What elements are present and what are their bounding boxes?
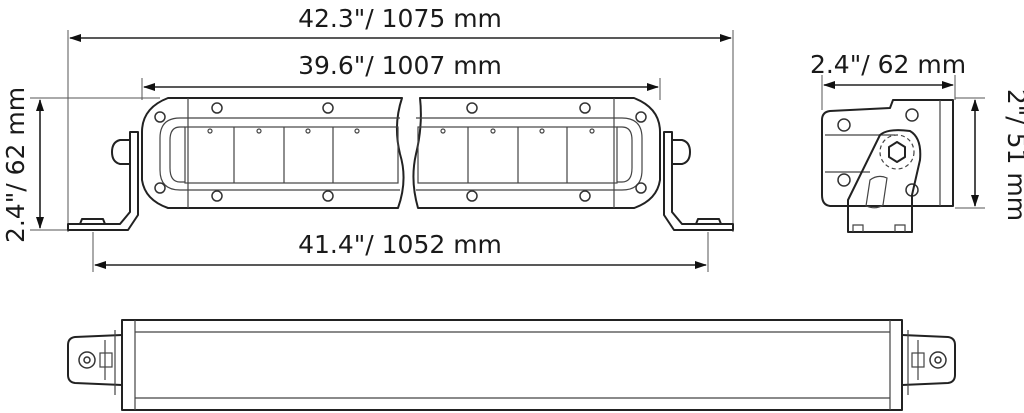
side-view: 2.4"/ 62 mm 2"/ 51 mm	[810, 50, 1024, 233]
mount-spacing-label: 41.4"/ 1052 mm	[298, 230, 502, 259]
left-end-bracket	[67, 330, 123, 395]
side-height-label: 2"/ 51 mm	[1002, 89, 1024, 221]
screws	[154, 102, 647, 202]
body-length-label: 39.6"/ 1007 mm	[298, 51, 502, 80]
right-mount-bracket	[663, 131, 734, 231]
bottom-view-light-bar	[67, 319, 956, 411]
left-mount-bracket	[67, 131, 139, 231]
dimension-overall-length: 42.3"/ 1075 mm	[67, 4, 734, 232]
right-end-bracket	[901, 330, 956, 395]
dimension-front-height: 2.4"/ 62 mm	[1, 87, 160, 243]
dimension-mount-spacing: 41.4"/ 1052 mm	[92, 230, 709, 272]
dimension-body-length: 39.6"/ 1007 mm	[141, 51, 661, 100]
led-markers	[207, 128, 595, 134]
front-view-light-bar	[67, 97, 734, 231]
overall-length-label: 42.3"/ 1075 mm	[298, 4, 502, 33]
front-height-label: 2.4"/ 62 mm	[1, 87, 30, 243]
side-depth-label: 2.4"/ 62 mm	[810, 50, 966, 79]
